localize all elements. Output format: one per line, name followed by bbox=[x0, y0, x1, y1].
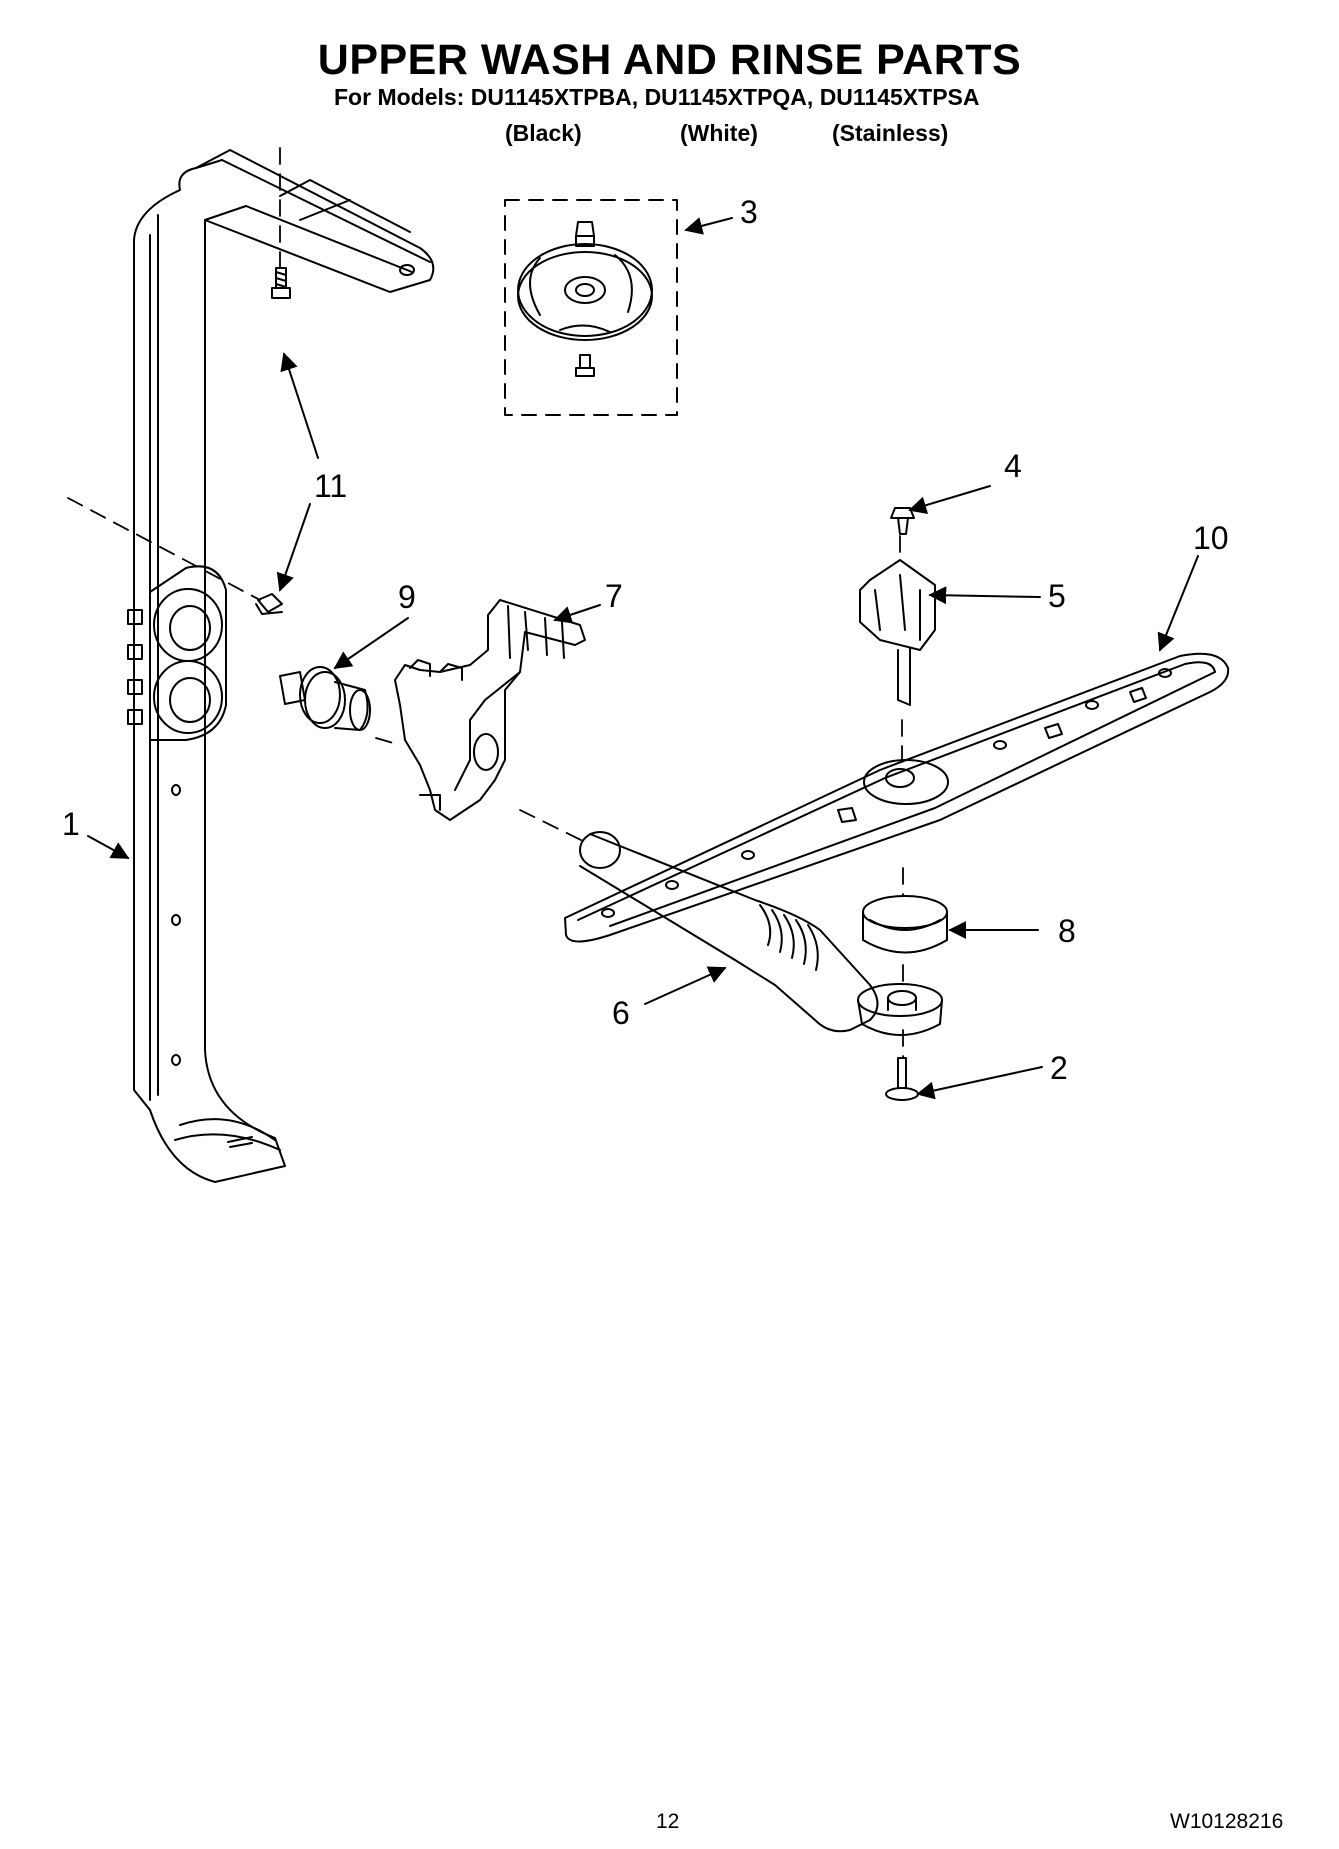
callout-11: 11 bbox=[314, 468, 347, 504]
callout-10: 10 bbox=[1193, 520, 1229, 556]
bearing-ring-part bbox=[862, 895, 948, 954]
impeller-part bbox=[504, 199, 678, 416]
callout-2: 2 bbox=[1050, 1050, 1068, 1086]
leader-arrows bbox=[87, 217, 1199, 1100]
callout-9: 9 bbox=[398, 579, 416, 615]
callout-3: 3 bbox=[740, 194, 758, 230]
callout-4: 4 bbox=[1004, 448, 1022, 484]
page-number: 12 bbox=[656, 1810, 680, 1833]
supply-tube-part bbox=[127, 149, 435, 1183]
screw-part-4 bbox=[890, 507, 915, 535]
callout-5: 5 bbox=[1048, 578, 1066, 614]
page-title: UPPER WASH AND RINSE PARTS bbox=[317, 36, 1022, 84]
callout-1: 1 bbox=[62, 806, 80, 842]
variant-white: (White) bbox=[680, 120, 758, 146]
variant-stainless: (Stainless) bbox=[832, 120, 949, 146]
spray-arm-part bbox=[564, 652, 1230, 943]
document-number: W10128216 bbox=[1170, 1810, 1284, 1833]
feed-tube-part bbox=[579, 831, 879, 1033]
callout-8: 8 bbox=[1058, 913, 1076, 949]
callout-6: 6 bbox=[612, 995, 630, 1031]
hub-part bbox=[859, 559, 936, 706]
callout-7: 7 bbox=[605, 578, 623, 614]
callout-numbers: 1 2 3 4 5 6 7 8 9 10 11 bbox=[62, 194, 1229, 1086]
variant-black: (Black) bbox=[505, 120, 582, 146]
diverter-part bbox=[279, 666, 371, 731]
models-line: For Models: DU1145XTPBA, DU1145XTPQA, DU… bbox=[334, 84, 980, 110]
screw-part-11-side bbox=[255, 593, 283, 615]
assembly-lines bbox=[67, 147, 904, 1059]
screw-part-11-top bbox=[271, 267, 291, 299]
bearing-base-part bbox=[857, 983, 943, 1101]
bracket-part bbox=[394, 599, 586, 821]
